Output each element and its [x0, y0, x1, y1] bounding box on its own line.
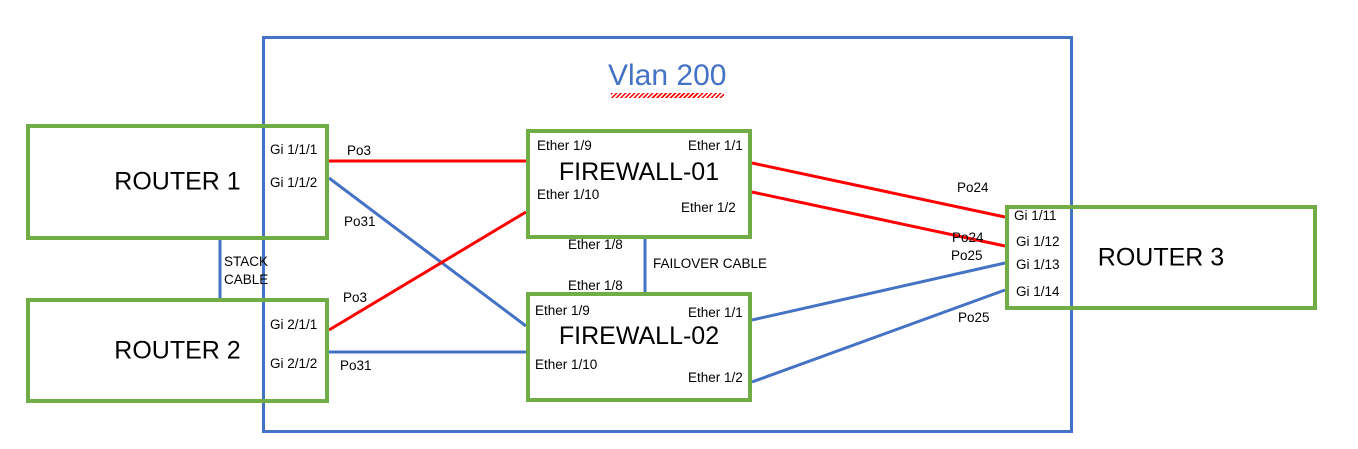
- port-label-router2-gi-2-1-1: Gi 2/1/1: [270, 317, 318, 332]
- port-label-fw1-ether-1-8: Ether 1/8: [568, 237, 623, 252]
- port-label-router3-gi-1-11: Gi 1/11: [1014, 208, 1057, 223]
- port-label-fw2-ether-1-10: Ether 1/10: [535, 357, 598, 372]
- link-label-r2-fw1-po3: Po3: [343, 290, 368, 305]
- link-label-r1-fw2-po31: Po31: [344, 214, 376, 229]
- port-label-fw1-ether-1-9: Ether 1/9: [537, 138, 592, 153]
- router-1-label: ROUTER 1: [114, 167, 241, 196]
- stack-cable-line-1: STACK: [224, 254, 269, 269]
- link-label-stack-cable: STACK CABLE: [224, 253, 268, 289]
- link-label-fw2-r3-po25-upper: Po25: [951, 248, 983, 263]
- link-label-r1-fw1-po3: Po3: [347, 143, 372, 158]
- port-label-fw2-ether-1-1: Ether 1/1: [688, 305, 743, 320]
- firewall-01-label: FIREWALL-01: [558, 158, 720, 186]
- link-label-failover-cable: FAILOVER CABLE: [653, 256, 768, 271]
- router-3-label: ROUTER 3: [1097, 243, 1225, 271]
- port-label-fw2-ether-1-8: Ether 1/8: [568, 278, 623, 293]
- firewall-02-label: FIREWALL-02: [558, 322, 720, 350]
- link-fw1-r3-po24-lower: [751, 190, 1006, 248]
- port-label-router1-gi-1-1-1: Gi 1/1/1: [270, 142, 318, 157]
- node-firewall-01[interactable]: FIREWALL-01: [526, 129, 752, 239]
- vlan-title-spellcheck-underline: [611, 93, 724, 98]
- port-label-fw1-ether-1-2: Ether 1/2: [681, 200, 736, 215]
- link-label-fw1-r3-po24-upper: Po24: [957, 180, 989, 195]
- port-label-router3-gi-1-13: Gi 1/13: [1016, 257, 1060, 272]
- port-label-fw1-ether-1-10: Ether 1/10: [537, 187, 600, 202]
- link-fw2-r3-po25-lower: [751, 288, 1006, 384]
- link-fw2-r3-po25-upper: [751, 261, 1006, 322]
- stack-cable-line-2: CABLE: [224, 272, 269, 288]
- port-label-router1-gi-1-1-2: Gi 1/1/2: [270, 175, 318, 190]
- node-router-3[interactable]: ROUTER 3: [1005, 205, 1317, 310]
- node-router-1[interactable]: ROUTER 1: [26, 124, 329, 240]
- vlan-200-boundary: [262, 36, 1073, 433]
- port-label-fw2-ether-1-2: Ether 1/2: [688, 370, 743, 385]
- port-label-router2-gi-2-1-2: Gi 2/1/2: [270, 356, 318, 371]
- link-r1-fw2-po31: [328, 176, 527, 328]
- link-label-fw2-r3-po25-lower: Po25: [958, 310, 990, 325]
- router-2-label: ROUTER 2: [114, 336, 241, 364]
- node-router-2[interactable]: ROUTER 2: [26, 298, 329, 403]
- link-fw1-r3-po24-upper: [751, 161, 1006, 219]
- port-label-fw1-ether-1-1: Ether 1/1: [688, 138, 743, 153]
- port-label-router3-gi-1-14: Gi 1/14: [1016, 284, 1060, 299]
- vlan-200-title: Vlan 200: [608, 59, 727, 92]
- link-r2-fw1-po3: [328, 210, 527, 332]
- node-firewall-02[interactable]: FIREWALL-02: [526, 292, 752, 402]
- port-label-router3-gi-1-12: Gi 1/12: [1016, 234, 1060, 249]
- link-label-fw1-r3-po24-lower: Po24: [952, 230, 984, 245]
- link-label-r2-fw2-po31: Po31: [340, 358, 372, 373]
- port-label-fw2-ether-1-9: Ether 1/9: [535, 303, 590, 318]
